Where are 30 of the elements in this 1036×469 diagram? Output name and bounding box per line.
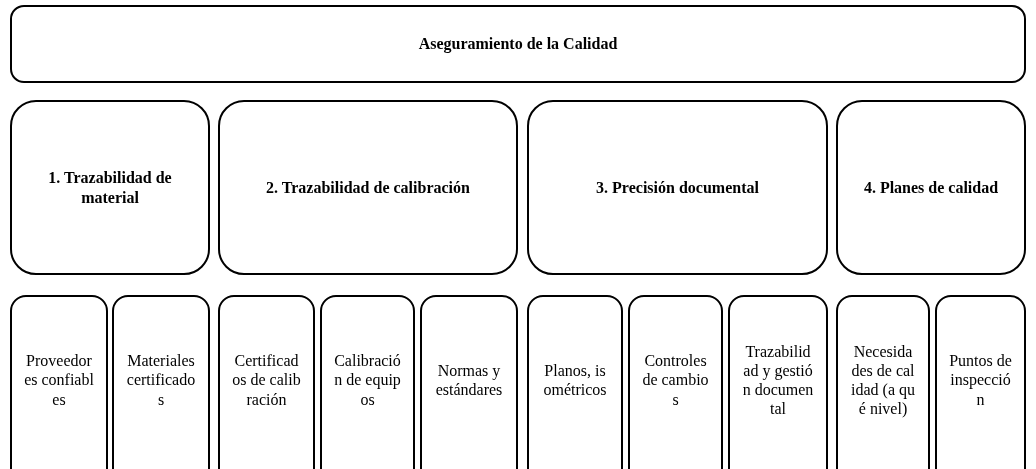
item-box	[527, 295, 623, 469]
item-box	[112, 295, 210, 469]
item-label: Trazabilidad y gestión documental	[742, 341, 814, 419]
item-box	[10, 295, 108, 469]
item-label: Necesidades de calidad (a qué nivel)	[850, 341, 916, 419]
item-box	[836, 295, 930, 469]
item-label: Calibración de equipos	[334, 351, 401, 409]
item-box	[218, 295, 315, 469]
item-label: Materiales certificados	[126, 351, 196, 409]
category-box	[836, 100, 1026, 275]
category-box	[218, 100, 518, 275]
heading: 2. Trazabilidad de calibración	[266, 177, 470, 198]
category-box	[527, 100, 828, 275]
category-box	[10, 100, 210, 275]
item-box	[420, 295, 518, 469]
item-label: Certificados de calibración	[232, 351, 301, 409]
heading: 3. Precisión documental	[596, 177, 759, 198]
heading: Aseguramiento de la Calidad	[418, 34, 618, 54]
item-label: Normas y estándares	[434, 360, 504, 400]
item-box	[935, 295, 1026, 469]
item-label: Planos, isométricos	[542, 360, 608, 400]
heading: 1. Trazabilidad de material	[47, 168, 173, 207]
item-label: Puntos de inspección	[949, 351, 1012, 409]
item-label: Proveedores confiables	[24, 351, 94, 409]
item-box	[320, 295, 415, 469]
heading: 4. Planes de calidad	[863, 177, 999, 198]
title-box	[10, 5, 1026, 83]
item-box	[728, 295, 828, 469]
item-box	[628, 295, 723, 469]
item-label: Controles de cambios	[642, 351, 709, 409]
